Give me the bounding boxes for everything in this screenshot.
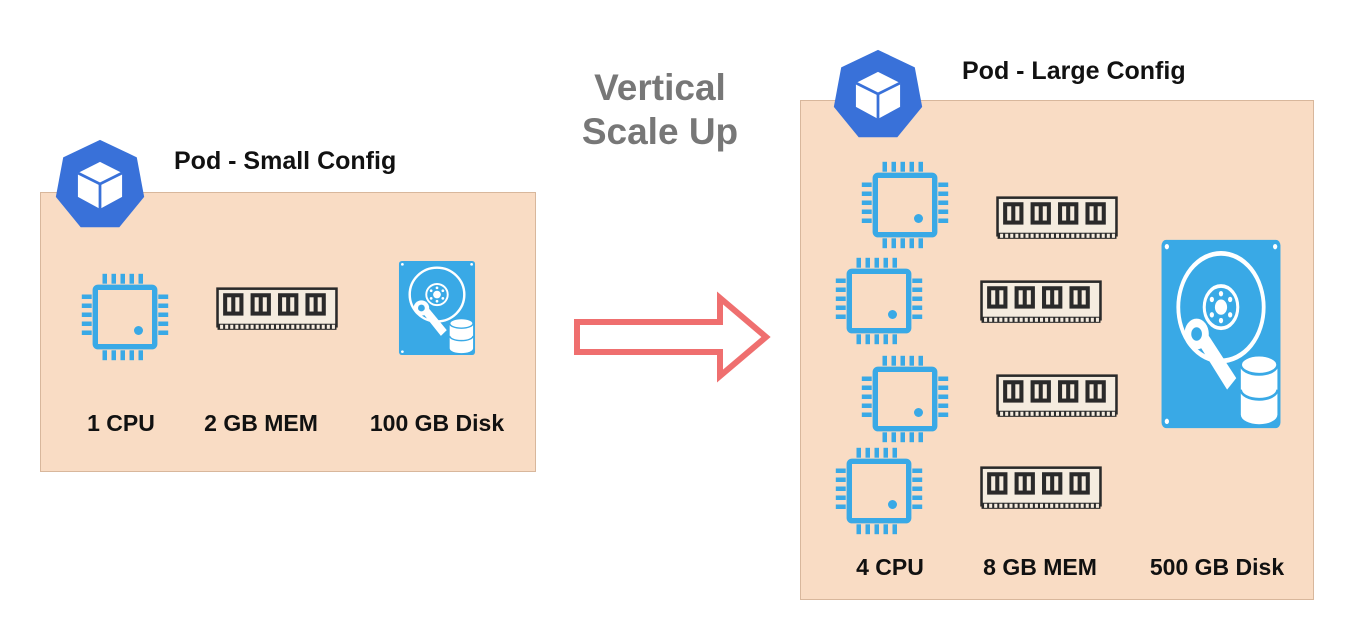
- hard-disk-icon: [1160, 238, 1282, 430]
- cpu-chip-icon: [834, 256, 924, 346]
- ram-module-icon: [996, 196, 1118, 241]
- large-cpu-label: 4 CPU: [856, 554, 924, 580]
- small-cpu-label: 1 CPU: [87, 410, 155, 436]
- large-pod-title: Pod - Large Config: [962, 57, 1186, 85]
- cpu-chip-icon: [834, 446, 924, 536]
- scale-label-line1: Vertical: [594, 67, 726, 108]
- small-pod-title: Pod - Small Config: [174, 147, 397, 175]
- kubernetes-pod-icon: [54, 138, 146, 230]
- small-mem-label: 2 GB MEM: [204, 410, 318, 436]
- vertical-scale-up-label: Vertical Scale Up: [560, 66, 760, 154]
- large-mem-label: 8 GB MEM: [983, 554, 1097, 580]
- hard-disk-icon: [398, 260, 476, 356]
- ram-module-icon: [996, 374, 1118, 419]
- ram-module-icon: [980, 466, 1102, 511]
- small-disk-label: 100 GB Disk: [369, 410, 505, 436]
- large-disk-label: 500 GB Disk: [1149, 554, 1285, 580]
- ram-module-icon: [980, 280, 1102, 325]
- scale-label-line2: Scale Up: [581, 111, 739, 152]
- kubernetes-pod-icon: [832, 48, 924, 140]
- cpu-chip-icon: [860, 354, 950, 444]
- ram-module-icon: [216, 287, 338, 332]
- right-arrow-icon: [574, 291, 771, 383]
- cpu-chip-icon: [80, 272, 170, 362]
- cpu-chip-icon: [860, 160, 950, 250]
